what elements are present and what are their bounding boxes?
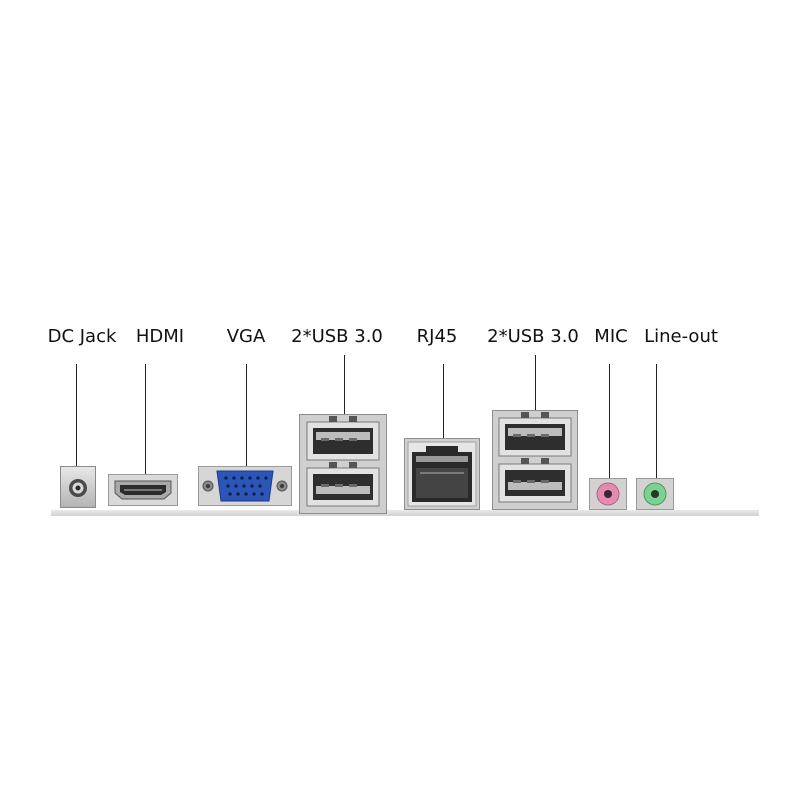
leader-mic: [609, 364, 610, 480]
label-line-out: Line-out: [644, 326, 718, 347]
leader-usb-left: [344, 355, 345, 415]
vga-port: [198, 466, 292, 506]
usb-stack-right: [492, 410, 578, 510]
leader-line-out: [656, 364, 657, 480]
label-dc-jack: DC Jack: [47, 326, 117, 347]
dc-jack-port: [60, 466, 96, 508]
rj45-port: [404, 438, 480, 510]
line-out-jack: [636, 478, 674, 510]
usb-stack-left: [299, 414, 387, 514]
mic-jack: [589, 478, 627, 510]
io-panel-edge: [51, 510, 759, 516]
label-vga: VGA: [226, 326, 266, 347]
label-usb-right: 2*USB 3.0: [487, 326, 579, 347]
leader-rj45: [443, 364, 444, 454]
label-usb-left: 2*USB 3.0: [291, 326, 383, 347]
leader-vga: [246, 364, 247, 466]
label-rj45: RJ45: [416, 326, 458, 347]
hdmi-port: [108, 474, 178, 506]
leader-dc-jack: [76, 364, 77, 466]
label-hdmi: HDMI: [135, 326, 185, 347]
leader-hdmi: [145, 364, 146, 474]
label-mic: MIC: [594, 326, 628, 347]
leader-usb-right: [535, 355, 536, 411]
